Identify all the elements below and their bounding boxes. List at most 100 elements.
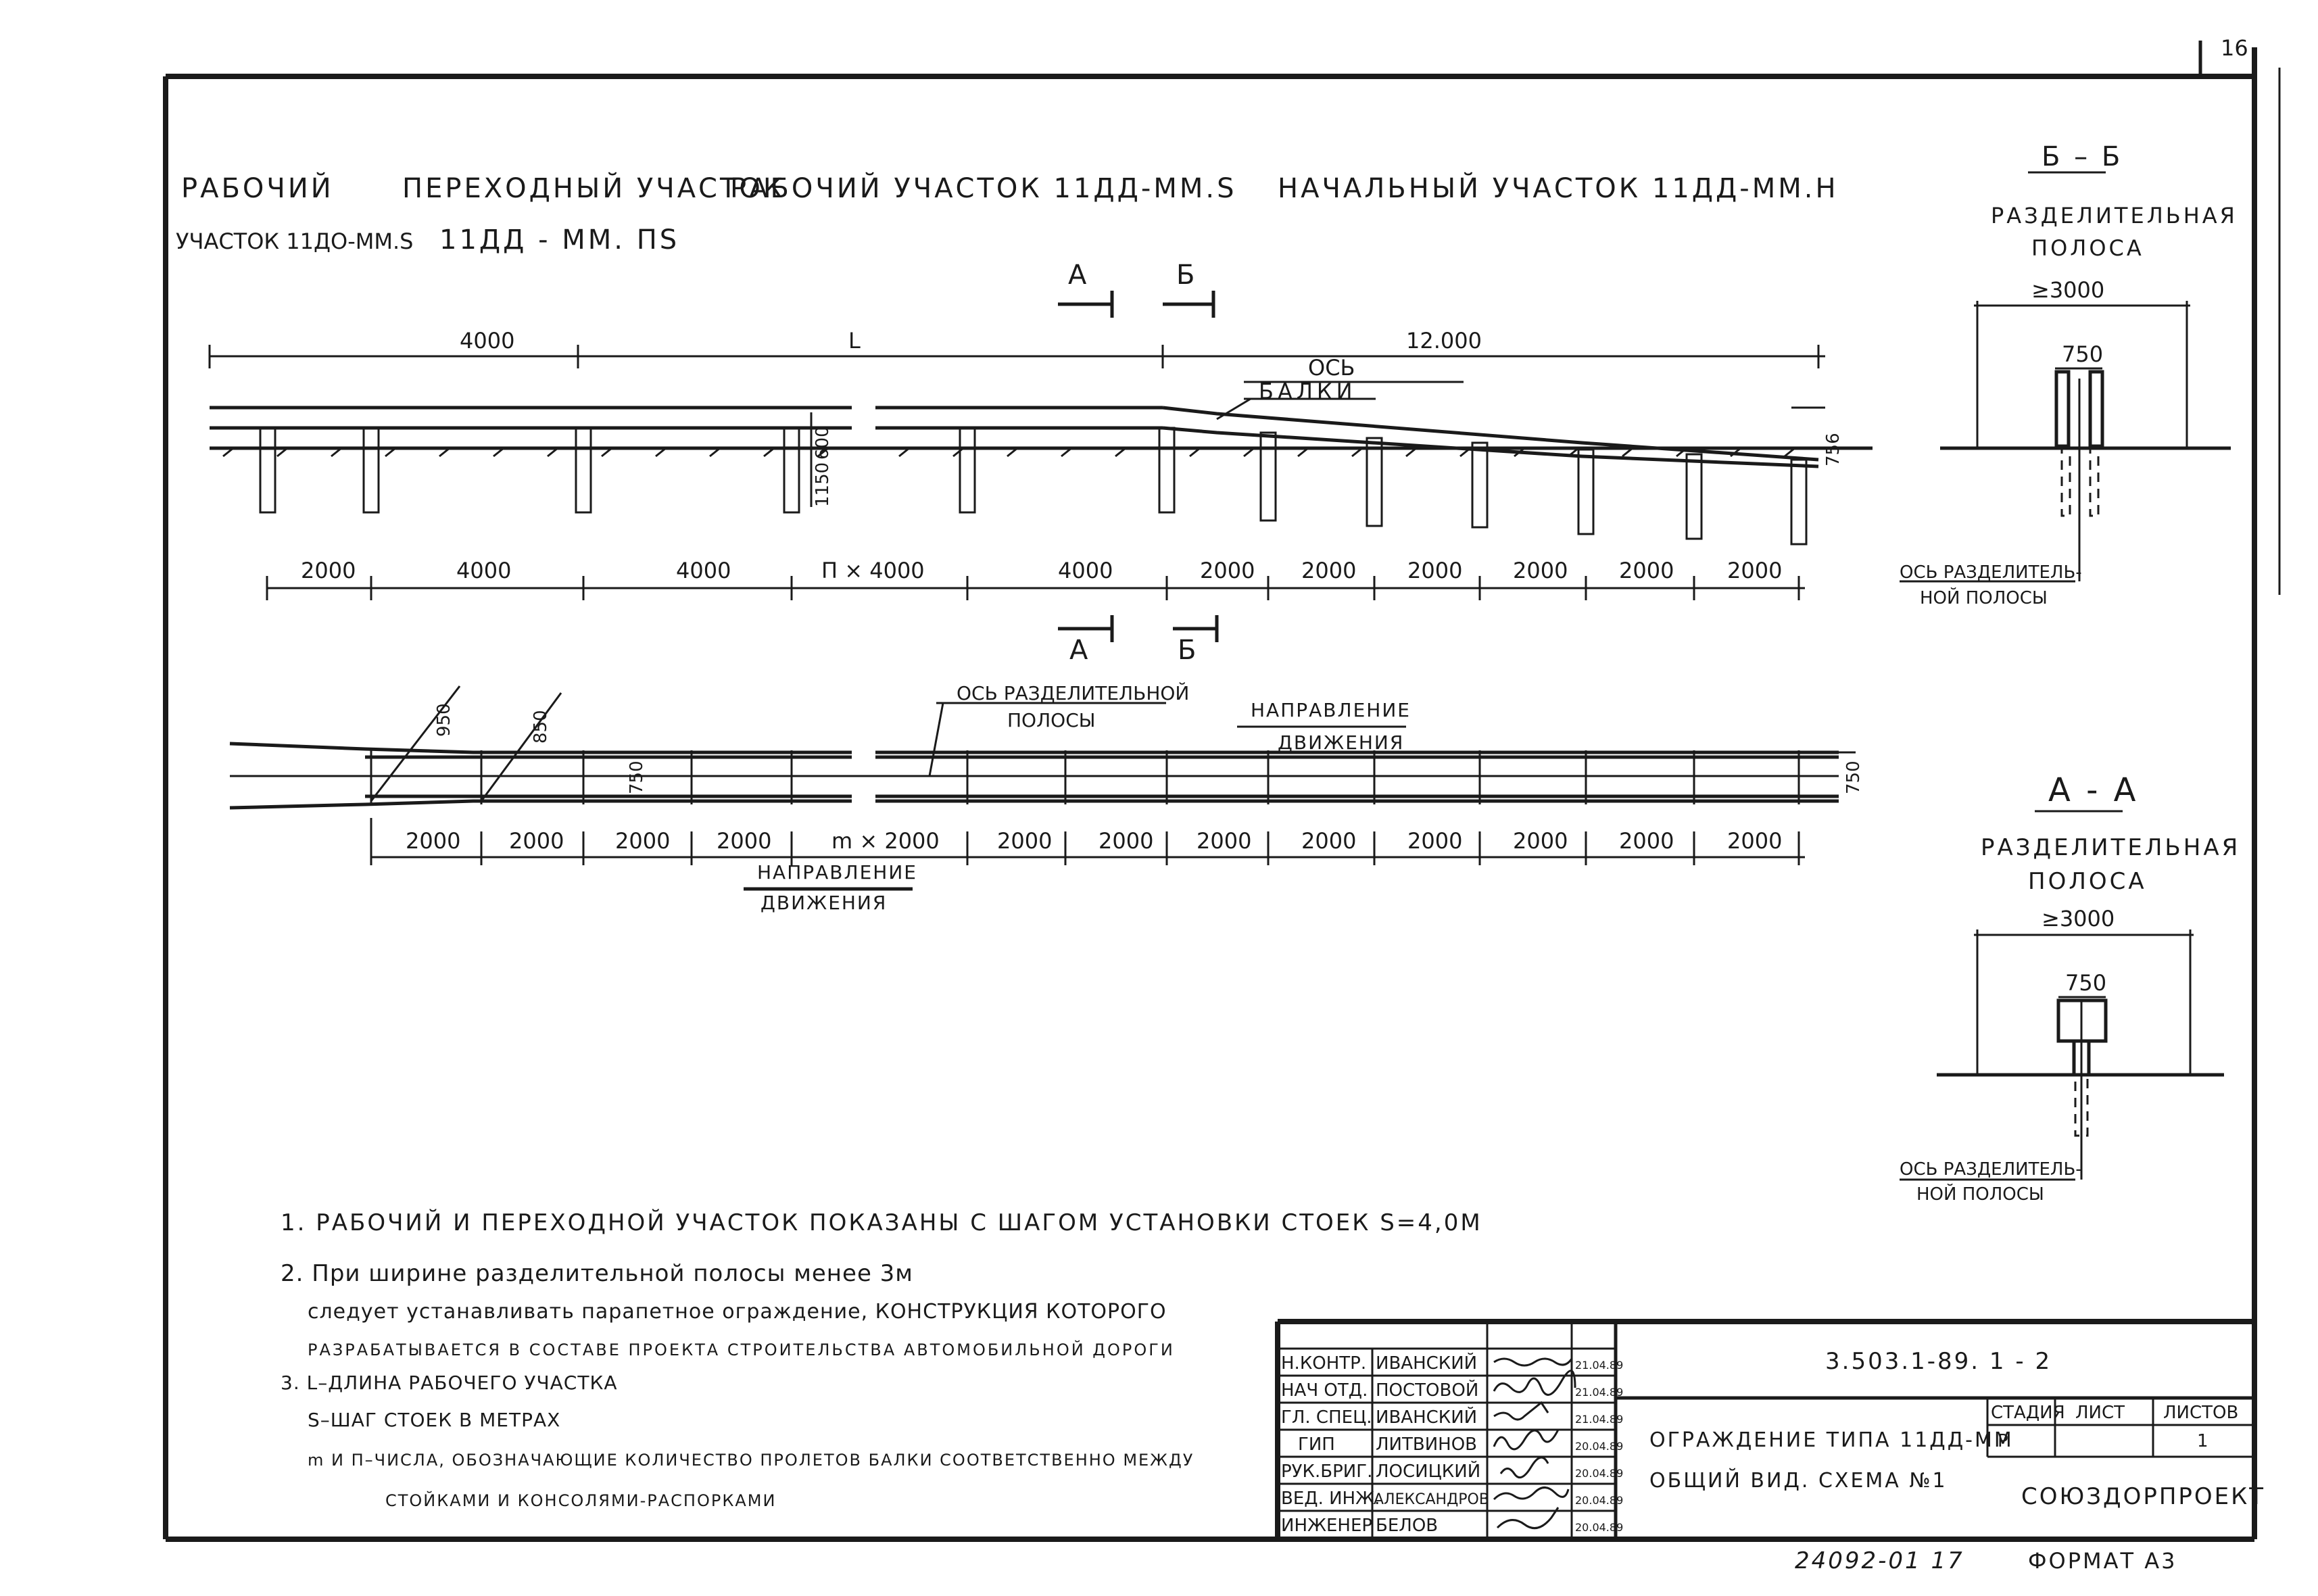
footer-format: ФОРМАТ А3 [2028, 1548, 2177, 1574]
plan-dim-7: 2000 [1197, 828, 1251, 854]
section-aa-axis-1: ОСЬ РАЗДЕЛИТЕЛЬ- [1900, 1159, 2082, 1180]
section-marker-b-top: Б [1176, 260, 1197, 291]
note-1: 1. РАБОЧИЙ И ПЕРЕХОДНОЙ УЧАСТОК ПОКАЗАНЫ… [281, 1209, 1482, 1236]
tb-role-4: РУК.БРИГ. [1281, 1461, 1372, 1482]
tb-role-1: НАЧ ОТД. [1281, 1380, 1368, 1401]
tb-title-1: ОГРАЖДЕНИЕ ТИПА 11ДД-ММ [1649, 1428, 2014, 1452]
section-bb-axis-1: ОСЬ РАЗДЕЛИТЕЛЬ- [1900, 562, 2082, 583]
plan-axis-label-1: ОСЬ РАЗДЕЛИТЕЛЬНОЙ [957, 681, 1189, 704]
plan-dir-bottom-2: ДВИЖЕНИЯ [760, 892, 887, 914]
tb-doc-code: 3.503.1-89. 1 - 2 [1825, 1348, 2052, 1375]
notes: 1. РАБОЧИЙ И ПЕРЕХОДНОЙ УЧАСТОК ПОКАЗАНЫ… [281, 1209, 1482, 1510]
tb-role-5: ВЕД. ИНЖ. [1281, 1489, 1380, 1509]
tb-sheet-label: ЛИСТ [2075, 1403, 2125, 1423]
tb-date-0: 21.04.89 [1575, 1359, 1623, 1372]
dim-top-12000: 12.000 [1406, 328, 1482, 354]
elev-axis-label-2: БАЛКИ [1259, 379, 1357, 404]
note-3d: СТОЙКАМИ И КОНСОЛЯМИ-РАСПОРКАМИ [385, 1491, 776, 1510]
note-2b: следует устанавливать парапетное огражде… [308, 1300, 1167, 1324]
dim-bottom-10: 2000 [1727, 558, 1782, 583]
elev-axis-label-1: ОСЬ [1308, 355, 1355, 381]
section-bb: Б – Б РАЗДЕЛИТЕЛЬНАЯ ПОЛОСА ≥3000 750 ОС… [1900, 141, 2238, 608]
plan-dir-top-2: ДВИЖЕНИЯ [1278, 731, 1404, 754]
title-block: 3.503.1-89. 1 - 2 Н.КОНТР. НАЧ ОТД. ГЛ. … [1275, 1319, 2263, 1539]
dim-bottom-0: 2000 [301, 558, 356, 583]
sheet-frame [163, 41, 2281, 1542]
plan-cross-members [370, 750, 1800, 804]
plan-dim-4: m × 2000 [831, 828, 940, 854]
section-aa-sub-2: ПОЛОСА [2028, 868, 2147, 895]
section-bb-sub-1: РАЗДЕЛИТЕЛЬНАЯ [1991, 203, 2238, 228]
dim-bottom-8: 2000 [1513, 558, 1568, 583]
dim-750-inner: 750 [627, 760, 647, 794]
dim-750-right: 750 [1843, 760, 1864, 794]
tb-role-0: Н.КОНТР. [1281, 1353, 1366, 1374]
plan-dim-12: 2000 [1727, 828, 1782, 854]
note-3: 3. L–ДЛИНА РАБОЧЕГО УЧАСТКА [281, 1372, 618, 1394]
tb-stage-label: СТАДИЯ [1991, 1403, 2065, 1423]
section-aa-sub-1: РАЗДЕЛИТЕЛЬНАЯ [1981, 834, 2240, 861]
section-bb-axis-2: НОЙ ПОЛОСЫ [1920, 587, 2048, 608]
header-transition-1: ПЕРЕХОДНЫЙ УЧАСТОК [402, 172, 785, 204]
tb-name-4: ЛОСИЦКИЙ [1376, 1460, 1480, 1482]
note-2c: РАЗРАБАТЫВАЕТСЯ В СОСТАВЕ ПРОЕКТА СТРОИТ… [308, 1340, 1175, 1359]
sheet-number: 16 [2221, 35, 2248, 61]
dim-756: 756 [1823, 433, 1843, 466]
tb-date-5: 20.04.89 [1575, 1494, 1623, 1507]
header-initial: НАЧАЛЬНЫЙ УЧАСТОК 11ДД-ММ.Н [1278, 172, 1839, 204]
tb-name-0: ИВАНСКИЙ [1376, 1352, 1477, 1374]
section-marker-b-bottom: Б [1178, 635, 1199, 666]
plan-dim-9: 2000 [1407, 828, 1462, 854]
plan-dim-2: 2000 [615, 828, 670, 854]
dim-950: 950 [434, 703, 454, 737]
footer-archive: 24092-01 17 [1795, 1547, 1964, 1574]
dim-bottom-1: 4000 [456, 558, 511, 583]
plan-dir-top-1: НАПРАВЛЕНИЕ [1251, 699, 1411, 721]
dim-top-L: L [848, 328, 861, 354]
header-working-mid: РАБОЧИЙ УЧАСТОК 11ДД-ММ.S [730, 172, 1236, 204]
header-working-left-1: РАБОЧИЙ [181, 172, 334, 204]
section-bb-width: ≥3000 [2031, 277, 2104, 303]
tb-sheets-label: ЛИСТОВ [2163, 1403, 2238, 1423]
dim-bottom-4: 4000 [1058, 558, 1113, 583]
plan-dim-5: 2000 [997, 828, 1052, 854]
tb-role-3: ГИП [1298, 1434, 1335, 1455]
dim-bottom-6: 2000 [1301, 558, 1356, 583]
section-marker-a-bottom: А [1069, 635, 1090, 666]
note-3b: S–ШАГ СТОЕК В МЕТРАХ [308, 1409, 560, 1431]
plan-dim-11: 2000 [1619, 828, 1674, 854]
dim-bottom-7: 2000 [1407, 558, 1462, 583]
dim-600: 600 [813, 426, 833, 460]
note-3c: m И П–ЧИСЛА, ОБОЗНАЧАЮЩИЕ КОЛИЧЕСТВО ПРО… [308, 1451, 1194, 1470]
tb-role-2: ГЛ. СПЕЦ. [1281, 1407, 1372, 1428]
tb-name-6: БЕЛОВ [1376, 1516, 1438, 1536]
plan-dim-6: 2000 [1098, 828, 1153, 854]
tb-name-5: АЛЕКСАНДРОВ [1374, 1491, 1489, 1508]
tb-name-1: ПОСТОВОЙ [1376, 1379, 1478, 1401]
plan-dim-1: 2000 [509, 828, 564, 854]
section-bb-sub-2: ПОЛОСА [2031, 235, 2144, 261]
dim-bottom-3: П × 4000 [821, 558, 925, 583]
section-bb-750: 750 [2062, 341, 2103, 367]
tb-name-2: ИВАНСКИЙ [1376, 1406, 1477, 1428]
tb-stage-value: Р [1998, 1431, 2008, 1451]
tb-date-2: 21.04.89 [1575, 1413, 1623, 1426]
section-aa-width: ≥3000 [2042, 906, 2115, 932]
tb-date-4: 20.04.89 [1575, 1467, 1623, 1480]
tb-date-6: 20.04.89 [1575, 1521, 1623, 1534]
tb-sheets-value: 1 [2197, 1431, 2208, 1451]
plan-dim-0: 2000 [406, 828, 460, 854]
tb-date-1: 21.04.89 [1575, 1386, 1623, 1399]
tb-title-2: ОБЩИЙ ВИД. СХЕМА №1 [1649, 1468, 1948, 1493]
plan-axis-label-2: ПОЛОСЫ [1007, 709, 1095, 731]
section-aa-title: А - А [2048, 771, 2139, 809]
section-aa-axis-2: НОЙ ПОЛОСЫ [1916, 1183, 2044, 1205]
dim-bottom-9: 2000 [1619, 558, 1674, 583]
plan-dim-10: 2000 [1513, 828, 1568, 854]
dim-bottom-5: 2000 [1200, 558, 1255, 583]
tb-role-6: ИНЖЕНЕР [1281, 1516, 1372, 1536]
signatures [1493, 1357, 1576, 1530]
dim-1150: 1150 [813, 462, 833, 507]
note-2: 2. При ширине разделительной полосы мене… [281, 1260, 913, 1287]
